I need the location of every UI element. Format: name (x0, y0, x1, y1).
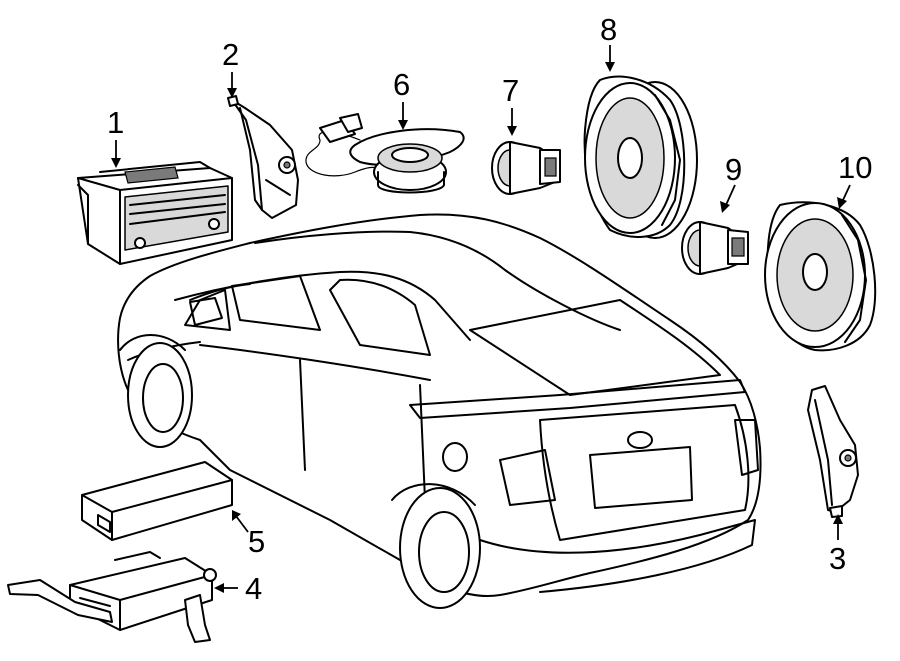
callout-2: 2 (222, 37, 239, 72)
amplifier-cover (81, 461, 233, 541)
speaker-8 (583, 75, 698, 239)
callout-5: 5 (248, 524, 265, 559)
callout-7: 7 (502, 73, 519, 108)
vehicle-outline (117, 213, 762, 609)
callout-6: 6 (393, 67, 410, 102)
callout-8: 8 (600, 12, 617, 47)
callout-3: 3 (829, 541, 846, 576)
radio-head-unit (77, 161, 233, 265)
speaker-10 (764, 201, 877, 352)
callout-arrows (111, 45, 851, 593)
tweeter-9 (681, 221, 749, 275)
callout-labels: 1 2 3 4 5 6 7 8 9 10 (107, 12, 872, 606)
tweeter-7 (491, 141, 561, 195)
callout-9: 9 (725, 152, 742, 187)
callout-1: 1 (107, 105, 124, 140)
bracket-right (807, 385, 859, 518)
callout-10: 10 (838, 150, 872, 185)
speaker-6 (305, 113, 465, 194)
callout-4: 4 (245, 571, 262, 606)
amplifier (7, 551, 217, 643)
bracket-left (227, 95, 299, 219)
